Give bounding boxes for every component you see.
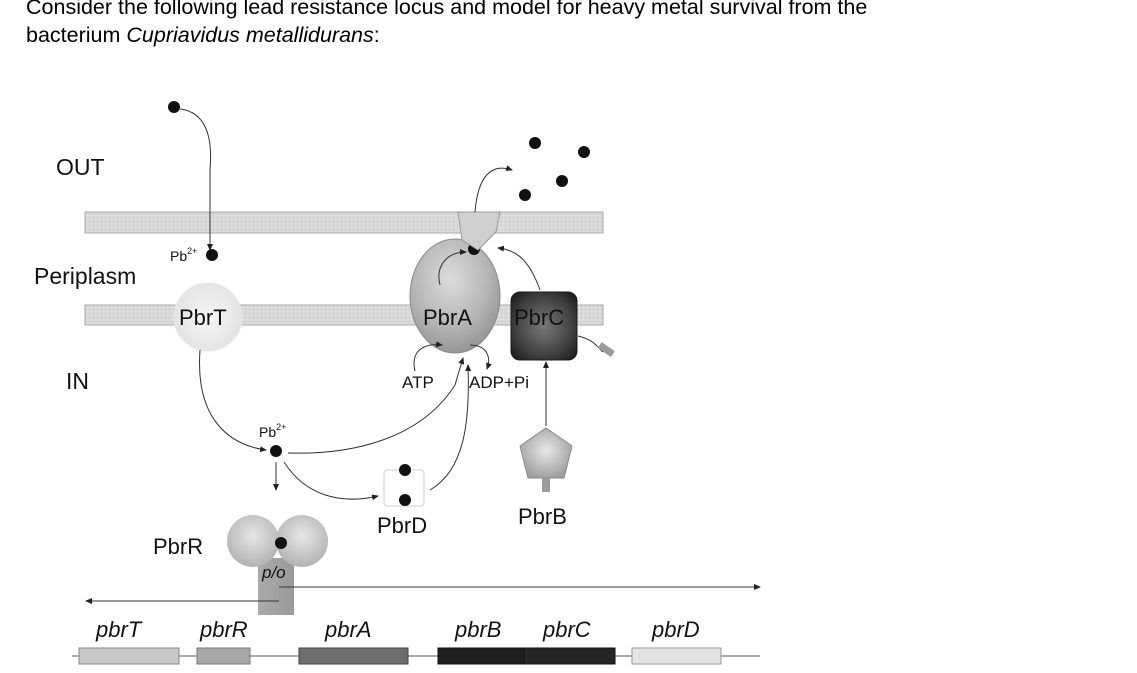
promoter-label: p/o [261, 563, 286, 582]
in-label: IN [66, 368, 89, 394]
pbrC-protein [510, 291, 578, 361]
pbrC-release-line [577, 335, 604, 353]
pbrD-to-pbrA-arrow [429, 364, 472, 491]
ion-charge: 2+ [187, 246, 197, 256]
gene-label-pbrC: pbrC [542, 617, 591, 642]
exported-ion-1 [529, 137, 541, 149]
atp-label: ATP [402, 373, 434, 392]
pbrB-stalk [542, 478, 550, 492]
periplasm-label: Periplasm [34, 263, 136, 289]
pbrC-label: PbrC [514, 305, 564, 330]
pbrA-internal-arrow [438, 249, 467, 286]
lead-to-pbrA-arrow [287, 357, 465, 454]
intro-line-2: bacterium Cupriavidus metallidurans: [26, 21, 1126, 49]
pbrD-bound-ion-2 [399, 494, 411, 506]
pbrR-left-lobe [227, 515, 279, 567]
pbrD-label: PbrD [377, 513, 427, 538]
gene-label-pbrT: pbrT [95, 617, 143, 642]
pbrT-protein [173, 282, 243, 352]
intro-line-1: Consider the following lead resistance l… [26, 0, 868, 19]
periplasm-ion-label: Pb2+ [170, 246, 197, 264]
pbrR-right-lobe [276, 515, 328, 567]
gene-label-pbrR: pbrR [199, 617, 248, 642]
pbrT-label: PbrT [179, 305, 227, 330]
gene-box-pbrB [437, 647, 525, 665]
pbrC-to-channel-arrow [497, 245, 541, 291]
gene-box-pbrD [631, 647, 722, 665]
exported-ion-3 [556, 175, 568, 187]
gene-box-pbrR [196, 647, 251, 665]
pbrA-protein [409, 238, 501, 354]
adp-label: ADP+Pi [469, 373, 529, 392]
lead-to-pbrD-arrow [283, 461, 379, 501]
pbrB-label: PbrB [518, 504, 567, 529]
lead-ion-periplasm [206, 249, 218, 261]
pbrD-bound-ion-1 [399, 464, 411, 476]
ion-charge-2: 2+ [276, 422, 286, 432]
outer-membrane [84, 211, 604, 234]
lead-ion-cytoplasm [270, 445, 282, 457]
question-intro: Consider the following lead resistance l… [26, 0, 1126, 49]
pbrB-protein [519, 427, 573, 479]
intro-line-2-prefix: bacterium [26, 23, 127, 47]
lead-ion-outside [168, 101, 180, 113]
gene-label-pbrA: pbrA [324, 617, 371, 642]
ion-base: Pb [170, 248, 187, 264]
pbrT-release-arrow [199, 349, 267, 453]
gene-label-pbrB: pbrB [454, 617, 501, 642]
export-arrow [474, 165, 513, 213]
atp-arrow [413, 341, 443, 372]
ion-base-2: Pb [259, 424, 276, 440]
pbrA-label: PbrA [423, 305, 472, 330]
intro-line-2-suffix: : [373, 23, 380, 47]
gene-label-pbrD: pbrD [651, 617, 700, 642]
lead-uptake-arrow [179, 108, 213, 251]
exported-ion-2 [578, 146, 590, 158]
species-name: Cupriavidus metallidurans [126, 23, 374, 47]
pbrC-cleaved-fragment [597, 342, 615, 358]
outer-channel [457, 211, 501, 251]
cytoplasm-ion-label: Pb2+ [259, 422, 286, 440]
gene-box-pbrT [78, 647, 180, 665]
adp-arrow [469, 344, 492, 370]
gene-box-pbrA [298, 647, 409, 665]
pbrR-bound-ion [275, 537, 287, 549]
out-label: OUT [56, 154, 105, 180]
pbrR-label: PbrR [153, 534, 203, 559]
gene-box-pbrC [523, 647, 616, 665]
exported-ion-4 [519, 189, 531, 201]
